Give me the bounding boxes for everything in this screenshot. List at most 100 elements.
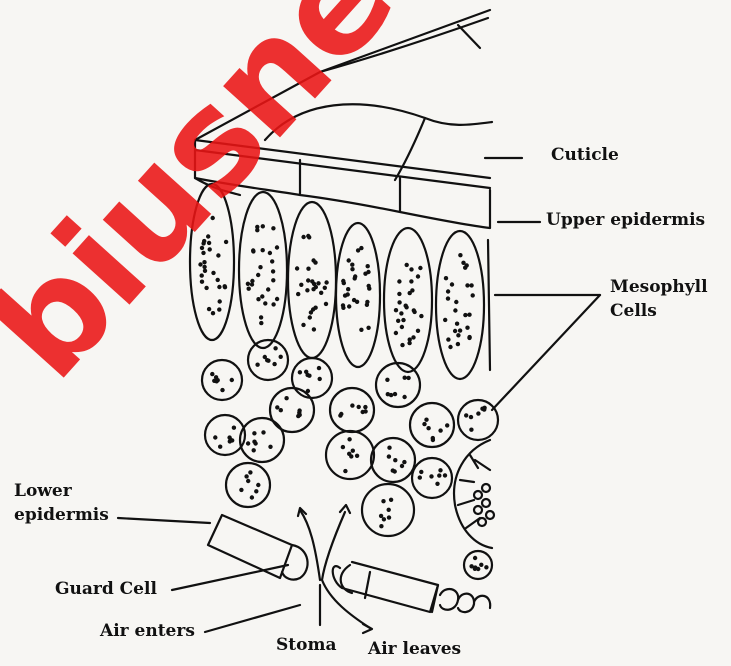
air-leaves-label: Air leaves: [368, 640, 461, 660]
chloroplast-dot: [397, 292, 401, 296]
chloroplast-dot: [422, 422, 426, 426]
spongy-cell: [376, 363, 420, 407]
chloroplast-dot: [389, 393, 393, 397]
chloroplast-dot: [202, 260, 206, 264]
chloroplast-dot: [317, 366, 321, 370]
chloroplast-dot: [465, 326, 469, 330]
chloroplast-dot: [394, 308, 398, 312]
chloroplast-dot: [324, 302, 328, 306]
cuticle-top: [195, 140, 490, 188]
chloroplast-dot: [211, 271, 215, 275]
chloroplast-dot: [471, 293, 475, 297]
chloroplast-dot: [353, 274, 357, 278]
chloroplast-dot: [200, 280, 204, 284]
chloroplast-dot: [279, 355, 283, 359]
chloroplast-dot: [306, 267, 310, 271]
chloroplast-dot: [319, 291, 323, 295]
chloroplast-dot: [435, 482, 439, 486]
chloroplast-dot: [244, 474, 248, 478]
mesophyll-label-line1: Mesophyll: [610, 278, 708, 298]
chloroplast-dot: [341, 445, 345, 449]
chloroplast-dot: [259, 321, 263, 325]
chloroplast-dot: [346, 287, 350, 291]
chloroplast-dot: [309, 310, 313, 314]
chloroplast-dot: [351, 449, 355, 453]
chloroplast-dot: [318, 377, 322, 381]
chloroplast-dot: [261, 224, 265, 228]
chloroplast-dot: [385, 378, 389, 382]
chloroplast-dot: [218, 299, 222, 303]
chloroplast-dot: [469, 428, 473, 432]
chloroplast-dot: [438, 428, 442, 432]
chloroplast-dot: [266, 287, 270, 291]
chloroplast-dot: [323, 286, 327, 290]
chloroplast-dot: [379, 514, 383, 518]
chloroplast-dot: [446, 337, 450, 341]
chloroplast-dot: [393, 458, 397, 462]
chloroplast-dot: [453, 308, 457, 312]
chloroplast-dot: [467, 335, 471, 339]
chloroplast-dot: [307, 235, 311, 239]
chloroplast-dot: [311, 258, 315, 262]
chloroplast-dot: [296, 292, 300, 296]
chloroplast-dot: [201, 251, 205, 255]
air-enters-label: Air enters: [100, 622, 195, 642]
chloroplast-dot: [402, 460, 406, 464]
chloroplast-dot: [324, 280, 328, 284]
chloroplast-dot: [256, 273, 260, 277]
chloroplast-dot: [426, 426, 430, 430]
chloroplast-dot: [298, 370, 302, 374]
mesophyll-label-line2: Cells: [610, 302, 657, 322]
chloroplast-dot: [409, 267, 413, 271]
chloroplast-dot: [381, 499, 385, 503]
chloroplast-dot: [444, 276, 448, 280]
chloroplast-dot: [402, 395, 406, 399]
chloroplast-dot: [419, 470, 423, 474]
chloroplast-dot: [266, 359, 270, 363]
chloroplast-dot: [403, 376, 407, 380]
upper-epidermis-row: [195, 150, 490, 228]
chloroplast-dot: [438, 468, 442, 472]
chloroplast-dot: [366, 326, 370, 330]
chloroplast-dot: [275, 297, 279, 301]
chloroplast-dot: [314, 285, 318, 289]
chloroplast-dot: [308, 315, 312, 319]
chloroplast-dot: [252, 431, 256, 435]
chloroplast-dot: [275, 405, 279, 409]
lower-epidermis-leader: [118, 518, 210, 523]
chloroplast-dot: [397, 300, 401, 304]
chloroplast-dot: [254, 489, 258, 493]
chloroplast-dot: [207, 241, 211, 245]
chloroplast-dot: [416, 329, 420, 333]
chloroplast-dot: [363, 405, 367, 409]
chloroplast-dot: [306, 389, 310, 393]
chloroplast-dot: [256, 483, 260, 487]
chloroplast-dot: [200, 273, 204, 277]
spongy-cell: [292, 358, 332, 398]
chloroplast-dot: [387, 515, 391, 519]
chloroplast-dot: [393, 392, 397, 396]
chloroplast-dot: [207, 307, 211, 311]
air-leaves-arrow: [322, 512, 370, 628]
chloroplast-dot: [210, 372, 214, 376]
chloroplast-dot: [279, 408, 283, 412]
chloroplast-dot: [341, 279, 345, 283]
chloroplast-dot: [379, 524, 383, 528]
chloroplast-dot: [204, 286, 208, 290]
palisade-cell: [336, 223, 380, 367]
chloroplast-dot: [230, 438, 234, 442]
chloroplast-dot: [463, 313, 467, 317]
chloroplast-dot: [387, 446, 391, 450]
chloroplast-dot: [408, 337, 412, 341]
chloroplast-dot: [206, 234, 210, 238]
chloroplast-dot: [418, 475, 422, 479]
chloroplast-dot: [355, 454, 359, 458]
chloroplast-dot: [305, 288, 309, 292]
chloroplast-dot: [202, 265, 206, 269]
chloroplast-dot: [216, 278, 220, 282]
chloroplast-dot: [259, 315, 263, 319]
chloroplast-dot: [255, 225, 259, 229]
chloroplast-dot: [246, 282, 250, 286]
chloroplast-dot: [263, 301, 267, 305]
chloroplast-dot: [301, 235, 305, 239]
